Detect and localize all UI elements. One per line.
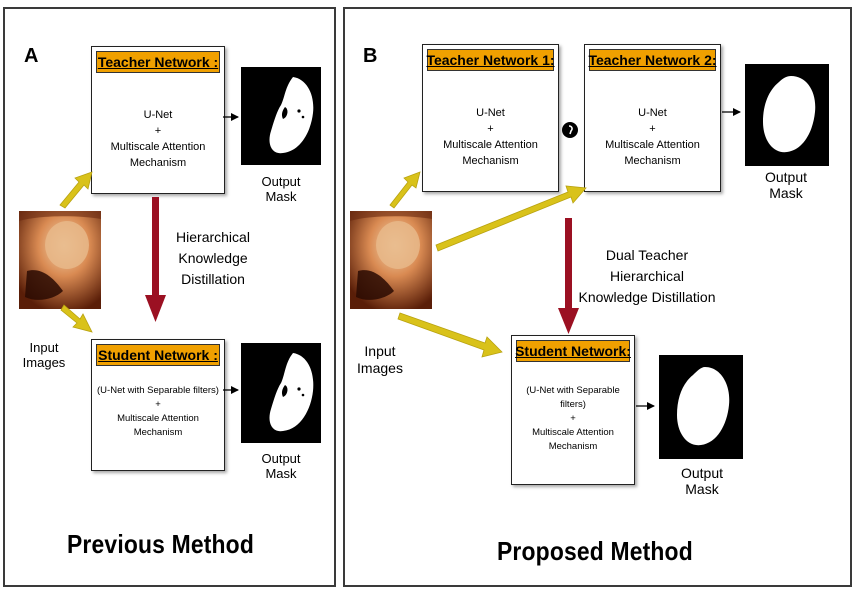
desc-line: + [155, 399, 161, 410]
desc-line: Multiscale Attention [117, 413, 199, 424]
desc-line: + [570, 413, 576, 424]
desc-line: Mechanism [624, 155, 681, 167]
teacher-network-description: U-Net + Multiscale Attention Mechanism [94, 107, 222, 189]
label-line: Mask [685, 481, 719, 497]
output-mask-image [241, 67, 321, 165]
label-line: Output [261, 174, 301, 189]
output-mask-label: Output Mask [754, 169, 818, 201]
panel-proposed-method: B Teacher Network 1: U-Net + Multiscale … [343, 7, 852, 587]
student-network-box: Student Network: (U-Net with Separable f… [511, 335, 635, 485]
desc-line: + [154, 125, 162, 137]
teacher-network-box: Teacher Network : U-Net + Multiscale Att… [91, 46, 225, 194]
label-line: Input [364, 343, 396, 359]
input-images-label: Input Images [355, 343, 405, 377]
label-line: Mask [265, 189, 297, 204]
label-line: Images [357, 360, 403, 376]
desc-line: Multiscale Attention [532, 427, 614, 438]
teacher-network-2-box: Teacher Network 2: U-Net + Multiscale At… [584, 44, 721, 192]
teacher-network-1-title: Teacher Network 1: [426, 49, 555, 71]
output-mask-image [659, 355, 743, 459]
desc-line: Mechanism [129, 157, 187, 169]
label-line: Output [261, 451, 301, 466]
teacher-network-2-title: Teacher Network 2: [588, 49, 717, 71]
teacher-network-1-description: U-Net + Multiscale Attention Mechanism [425, 105, 556, 187]
label-line: Mask [769, 185, 803, 201]
panel-caption: Proposed Method [497, 536, 693, 566]
label-line: Distillation [181, 271, 245, 287]
output-mask-label: Output Mask [251, 174, 311, 204]
desc-line: + [487, 123, 494, 135]
panel-caption: Previous Method [67, 529, 254, 559]
desc-line: (U-Net with Separable filters) [97, 385, 219, 396]
student-network-title: Student Network: [515, 340, 631, 362]
label-line: Hierarchical [610, 268, 684, 284]
desc-line: Multiscale Attention [605, 139, 700, 151]
label-line: Mask [265, 466, 297, 481]
label-line: Output [764, 169, 808, 185]
distillation-label: Dual Teacher Hierarchical Knowledge Dist… [577, 245, 717, 308]
desc-line: Multiscale Attention [443, 139, 538, 151]
input-image [19, 211, 101, 309]
panel-letter: A [24, 45, 39, 67]
label-line: Knowledge Distillation [578, 289, 716, 305]
output-mask-image [745, 64, 829, 166]
label-line: Dual Teacher [605, 247, 689, 263]
black-circle-icon [561, 121, 579, 139]
desc-line: U-Net [638, 107, 667, 119]
student-network-title: Student Network : [96, 344, 220, 366]
label-line: Images [22, 355, 66, 370]
panel-previous-method: A Teacher Network : U-Net + Multiscale A… [3, 7, 336, 587]
panel-letter: B [363, 45, 378, 67]
desc-line: + [649, 123, 656, 135]
student-network-description: (U-Net with Separable filters) + Multisc… [514, 384, 632, 480]
output-mask-image [241, 343, 321, 443]
distillation-label: Hierarchical Knowledge Distillation [165, 227, 261, 290]
student-network-description: (U-Net with Separable filters) + Multisc… [94, 384, 222, 466]
teacher-network-1-box: Teacher Network 1: U-Net + Multiscale At… [422, 44, 559, 192]
desc-line: Mechanism [462, 155, 519, 167]
output-mask-label: Output Mask [251, 451, 311, 481]
input-image [350, 211, 432, 309]
output-mask-label: Output Mask [670, 465, 734, 497]
desc-line: (U-Net with Separable [526, 385, 620, 396]
input-images-label: Input Images [19, 340, 69, 370]
desc-line: filters) [560, 399, 586, 410]
teacher-network-2-description: U-Net + Multiscale Attention Mechanism [587, 105, 718, 187]
desc-line: U-Net [476, 107, 505, 119]
teacher-network-title: Teacher Network : [96, 51, 220, 73]
desc-line: Multiscale Attention [110, 141, 206, 153]
label-line: Output [680, 465, 724, 481]
label-line: Hierarchical [176, 229, 250, 245]
student-network-box: Student Network : (U-Net with Separable … [91, 339, 225, 471]
label-line: Knowledge [178, 250, 248, 266]
desc-line: U-Net [143, 109, 173, 121]
desc-line: Mechanism [133, 427, 183, 438]
label-line: Input [29, 340, 59, 355]
desc-line: Mechanism [548, 441, 598, 452]
